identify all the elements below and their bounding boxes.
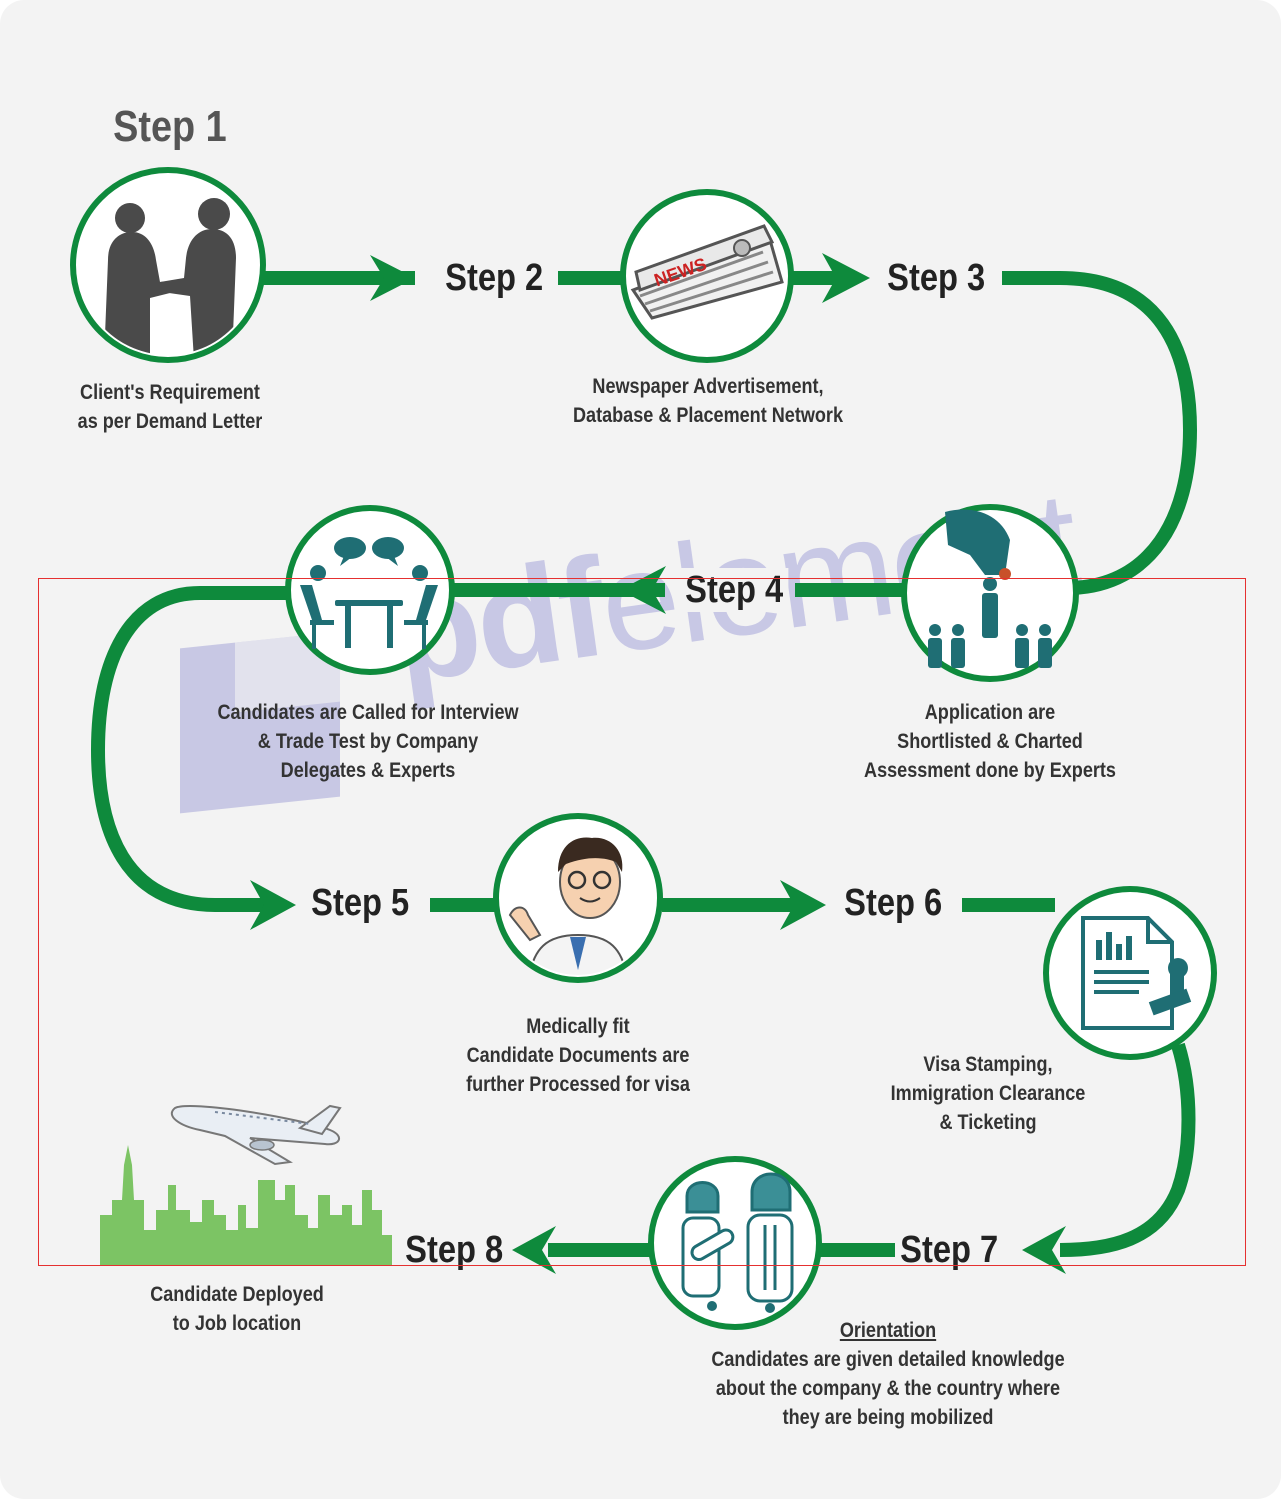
caption-line: Immigration Clearance — [890, 1082, 1086, 1105]
interview-icon — [285, 505, 455, 675]
step-8-caption: Candidate Deployed to Job location — [108, 1280, 366, 1338]
flow-arrowheads — [250, 253, 1066, 1274]
caption-line: Visa Stamping, — [923, 1053, 1053, 1076]
step-5-label: Step 5 — [306, 881, 415, 925]
step-1-label: Step 1 — [113, 102, 227, 151]
caption-line: Database & Placement Network — [572, 404, 844, 427]
orientation-heading: Orientation — [839, 1319, 937, 1342]
step-2-label: Step 2 — [440, 256, 549, 300]
connector-visa-curve — [1059, 1042, 1196, 1257]
arrowhead-to-step-7 — [1022, 1226, 1066, 1274]
caption-line: Delegates & Experts — [280, 759, 456, 782]
caption-line: as per Demand Letter — [77, 410, 263, 433]
orientation-icon — [648, 1156, 822, 1330]
caption-line: further Processed for visa — [466, 1073, 690, 1096]
city-skyline-icon — [100, 1145, 392, 1265]
caption-line: about the company & the country where — [715, 1377, 1061, 1400]
caption-line: Application are — [924, 701, 1056, 724]
arrowhead-to-step-5 — [250, 880, 296, 930]
step-6-label: Step 6 — [839, 881, 948, 925]
caption-line: Client's Requirement — [80, 381, 260, 404]
shortlist-icon — [901, 504, 1079, 682]
step-2-caption: Newspaper Advertisement, Database & Plac… — [536, 372, 880, 430]
arrowhead-to-step-2 — [370, 255, 415, 301]
step-7-caption: Orientation Candidates are given detaile… — [673, 1316, 1103, 1432]
caption-line: Newspaper Advertisement, — [592, 375, 824, 398]
step-3-label: Step 3 — [882, 256, 991, 300]
airplane-icon — [170, 1104, 342, 1166]
arrowhead-to-step-6 — [780, 880, 826, 930]
step-4-caption: Candidates are Called for Interview & Tr… — [170, 698, 566, 785]
caption-line: Candidates are given detailed knowledge — [711, 1348, 1065, 1371]
arrowhead-to-step-3 — [822, 253, 870, 303]
step-4-label: Step 4 — [680, 568, 789, 612]
flow-connectors — [90, 271, 1198, 1257]
caption-line: Shortlisted & Charted — [897, 730, 1083, 753]
doctor-icon — [493, 813, 663, 983]
visa-document-icon — [1043, 886, 1217, 1060]
step-5-caption: Medically fit Candidate Documents are fu… — [423, 1012, 733, 1099]
caption-line: to Job location — [172, 1312, 302, 1335]
newspaper-icon: NEWS — [620, 189, 794, 363]
step-6-caption: Visa Stamping, Immigration Clearance & T… — [842, 1050, 1134, 1137]
caption-line: Assessment done by Experts — [864, 759, 1116, 782]
step-1-caption: Client's Requirement as per Demand Lette… — [24, 378, 316, 436]
step-8-label: Step 8 — [405, 1229, 504, 1271]
arrowhead-to-step-8 — [512, 1226, 556, 1274]
caption-line: Medically fit — [526, 1015, 630, 1038]
connector-3-curve — [1002, 271, 1198, 595]
caption-line: Candidate Deployed — [150, 1283, 324, 1306]
connector-interview-curve — [90, 586, 290, 912]
step-7-label: Step 7 — [895, 1228, 1004, 1272]
handshake-icon — [70, 167, 266, 363]
caption-line: they are being mobilized — [782, 1406, 994, 1429]
caption-line: & Ticketing — [939, 1111, 1037, 1134]
caption-line: Candidate Documents are — [466, 1044, 690, 1067]
caption-line: Candidates are Called for Interview — [217, 701, 519, 724]
step-3-caption: Application are Shortlisted & Charted As… — [818, 698, 1162, 785]
caption-line: & Trade Test by Company — [257, 730, 479, 753]
